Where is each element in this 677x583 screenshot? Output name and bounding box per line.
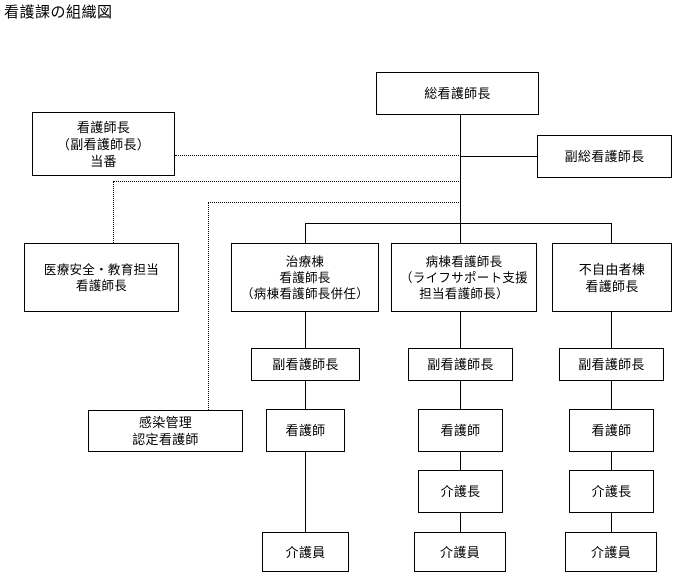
node-duty-nurse-manager-line-2: 当番 [90,153,117,169]
node-disabled-ward-manager[interactable]: 不自由者棟 看護師長 [552,243,672,312]
node-safety-education-manager-line-1: 看護師長 [75,278,128,293]
node-care-chief-disabled-line-0: 介護長 [591,484,632,499]
dotted-connector-safety-vertical [113,181,114,243]
node-nurse-treatment[interactable]: 看護師 [266,409,345,452]
connector-deputy-to-nurse-disabled [611,381,612,409]
node-caregiver-ward[interactable]: 介護員 [414,532,506,572]
node-disabled-ward-manager-line-1: 看護師長 [585,278,639,294]
node-safety-education-manager[interactable]: 医療安全・教育担当 看護師長 [24,243,179,312]
node-caregiver-disabled[interactable]: 介護員 [565,532,657,572]
dotted-connector-duty-to-spine [175,155,461,156]
connector-nurse-to-carechief-ward [460,452,461,470]
node-nurse-treatment-line-0: 看護師 [285,423,326,438]
connector-bar-to-treatment [305,223,306,243]
node-deputy-manager-disabled-line-0: 副看護師長 [578,357,645,372]
node-infection-control-nurse-line-0: 感染管理 [138,415,193,430]
node-safety-education-manager-line-0: 医療安全・教育担当 [43,262,160,277]
node-care-chief-ward-line-0: 介護長 [440,484,481,499]
node-infection-control-nurse[interactable]: 感染管理 認定看護師 [88,410,243,452]
connector-bar-to-ward [460,223,461,243]
connector-chief-to-spine [460,115,461,223]
dotted-connector-infection-horizontal [208,202,461,203]
node-nurse-ward[interactable]: 看護師 [418,409,503,452]
node-care-chief-ward[interactable]: 介護長 [418,470,503,513]
node-nurse-disabled[interactable]: 看護師 [569,409,654,452]
connector-deputy-to-nurse-treat [305,381,306,409]
node-treatment-ward-manager[interactable]: 治療棟 看護師長 （病棟看護師長併任） [231,243,379,312]
node-deputy-chief-nurse-line-0: 副総看護師長 [564,149,645,164]
node-chief-nurse-line-0: 総看護師長 [424,86,491,101]
node-treatment-ward-manager-line-2: （病棟看護師長併任） [240,286,369,301]
node-nurse-disabled-line-0: 看護師 [591,423,632,438]
dotted-connector-safety-horizontal [113,181,461,182]
connector-department-bar [305,223,611,224]
page-title: 看護課の組織図 [4,4,113,21]
node-disabled-ward-manager-line-0: 不自由者棟 [578,261,646,277]
node-deputy-chief-nurse[interactable]: 副総看護師長 [537,135,672,178]
node-ward-nurse-manager-line-1: （ライフサポート支援 [399,270,528,285]
node-deputy-manager-ward-line-0: 副看護師長 [427,357,494,372]
node-caregiver-disabled-line-0: 介護員 [591,544,631,560]
node-duty-nurse-manager-line-1: （副看護師長） [56,136,151,152]
node-ward-nurse-manager-line-2: 担当看護師長） [419,286,509,301]
connector-ward-to-deputy [460,312,461,348]
node-care-chief-disabled[interactable]: 介護長 [569,470,654,513]
connector-disabled-to-deputy [611,312,612,348]
dotted-connector-infection-vertical [208,202,209,412]
connector-bar-to-disabled [611,223,612,243]
node-deputy-manager-disabled[interactable]: 副看護師長 [559,348,664,381]
node-caregiver-treatment[interactable]: 介護員 [262,532,349,572]
node-chief-nurse[interactable]: 総看護師長 [376,72,539,115]
node-caregiver-treatment-line-0: 介護員 [285,544,326,560]
node-treatment-ward-manager-line-0: 治療棟 [285,254,325,269]
node-ward-nurse-manager-line-0: 病棟看護師長 [425,254,503,269]
connector-treatment-to-deputy [305,312,306,348]
node-deputy-manager-treatment[interactable]: 副看護師長 [251,348,360,381]
node-caregiver-ward-line-0: 介護員 [440,544,480,560]
connector-carechief-to-caregiver-disabled [611,513,612,532]
node-deputy-manager-treatment-line-0: 副看護師長 [272,357,339,372]
node-duty-nurse-manager-line-0: 看護師長 [76,119,131,135]
node-nurse-ward-line-0: 看護師 [440,423,481,438]
node-treatment-ward-manager-line-1: 看護師長 [279,270,331,285]
connector-nurse-to-caregiver-treat [305,452,306,532]
connector-carechief-to-caregiver-ward [460,513,461,532]
node-duty-nurse-manager[interactable]: 看護師長 （副看護師長） 当番 [32,112,175,176]
node-ward-nurse-manager[interactable]: 病棟看護師長 （ライフサポート支援 担当看護師長） [391,243,537,312]
node-infection-control-nurse-line-1: 認定看護師 [132,432,199,447]
connector-chief-to-deputy [460,156,537,157]
connector-deputy-to-nurse-ward [460,381,461,409]
node-deputy-manager-ward[interactable]: 副看護師長 [408,348,513,381]
connector-nurse-to-carechief-disabled [611,452,612,470]
